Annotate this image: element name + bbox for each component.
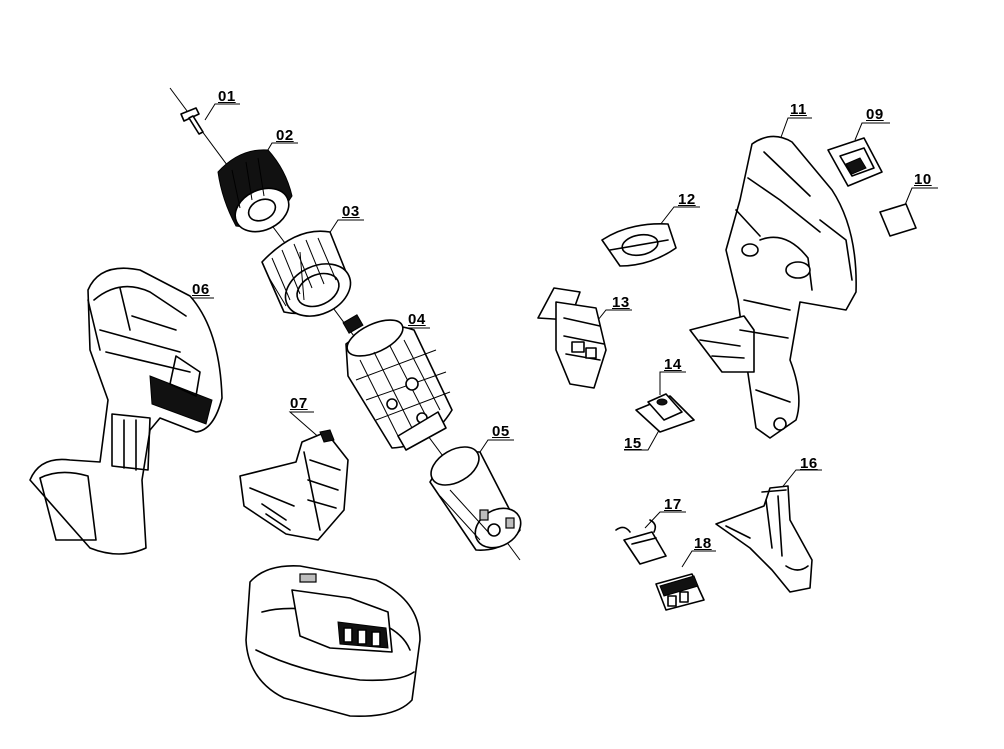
label-part-02: 02 xyxy=(276,127,294,144)
label-part-05: 05 xyxy=(492,423,510,440)
label-part-09: 09 xyxy=(866,106,884,123)
label-part-14: 14 xyxy=(664,356,682,373)
label-part-16: 16 xyxy=(800,455,818,472)
part-03-gear-ring xyxy=(261,230,352,317)
battery-pack xyxy=(245,565,421,717)
part-12-switch-slide xyxy=(601,223,677,267)
label-part-15: 15 xyxy=(624,435,642,452)
label-part-06: 06 xyxy=(192,281,210,298)
label-part-11: 11 xyxy=(790,101,807,118)
label-part-10: 10 xyxy=(914,171,932,188)
part-16-bracket xyxy=(715,485,813,593)
label-part-01: 01 xyxy=(218,88,236,105)
part-04-gearbox xyxy=(342,314,453,451)
part-05-motor xyxy=(429,446,522,551)
part-17-contact xyxy=(615,519,667,565)
part-02-chuck-sleeve xyxy=(217,149,293,233)
part-10-plate xyxy=(879,203,917,237)
part-13-switch xyxy=(537,287,607,389)
part-11-housing-half xyxy=(689,135,857,439)
part-18-terminal xyxy=(655,573,705,611)
label-part-07: 07 xyxy=(290,395,308,412)
part-14-15-board xyxy=(635,393,695,433)
part-01-screw xyxy=(180,107,204,135)
label-part-13: 13 xyxy=(612,294,630,311)
part-06-housing-half xyxy=(29,267,223,555)
label-part-12: 12 xyxy=(678,191,696,208)
part-09-switch-cap xyxy=(827,137,883,187)
label-part-18: 18 xyxy=(694,535,712,552)
label-part-17: 17 xyxy=(664,496,682,513)
label-part-04: 04 xyxy=(408,311,426,328)
label-part-03: 03 xyxy=(342,203,360,220)
part-07-front-cover xyxy=(239,429,349,541)
